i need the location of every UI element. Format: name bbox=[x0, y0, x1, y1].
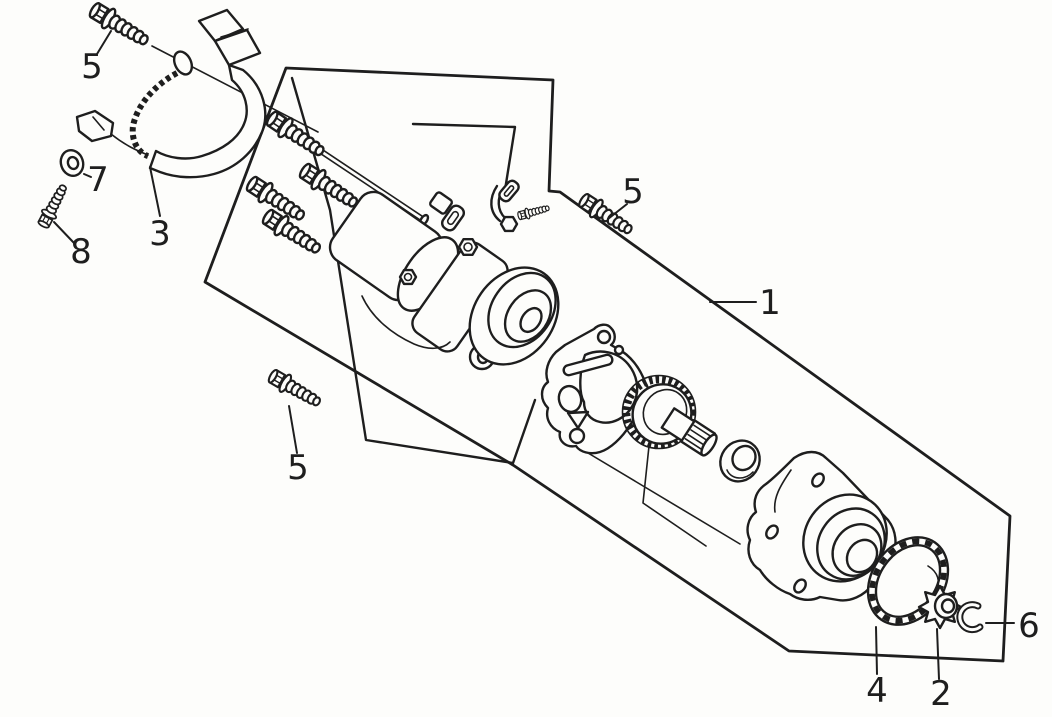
hex-bolt-head-flange bbox=[457, 237, 479, 257]
cover-hole-left bbox=[765, 524, 779, 540]
terminal-stub bbox=[429, 191, 453, 215]
leader-lock-washer bbox=[936, 628, 940, 680]
callout-7: 7 bbox=[87, 160, 109, 200]
leader-screw bbox=[53, 221, 75, 244]
leader-bolt-mid-right bbox=[607, 203, 628, 220]
flange-bolt-bottom-left bbox=[264, 365, 326, 413]
leader-snap-ring bbox=[875, 626, 878, 675]
callout-5-top-left: 5 bbox=[81, 47, 103, 87]
clamp-bracket bbox=[490, 179, 551, 233]
cable-grommet bbox=[172, 50, 194, 76]
assembly-boundary-outline bbox=[203, 66, 1012, 663]
leader-bolt-top-left bbox=[96, 30, 112, 55]
small-screw-icon bbox=[34, 181, 72, 231]
end-cover-plate bbox=[746, 450, 897, 602]
leader-lines bbox=[53, 30, 1015, 680]
ring-terminal bbox=[75, 109, 115, 143]
shaft-end bbox=[700, 433, 718, 457]
e-clip-icon bbox=[956, 601, 984, 634]
starter-cable-assembly bbox=[75, 8, 267, 179]
gasket-slot bbox=[562, 353, 614, 377]
motor-ear-top bbox=[440, 204, 466, 232]
cover-boss-ring-4 bbox=[845, 538, 879, 574]
section-line-gear bbox=[642, 445, 707, 547]
bearing-icon bbox=[719, 439, 761, 483]
starter-motor bbox=[328, 190, 560, 371]
lock-washer-icon bbox=[917, 584, 963, 630]
cable-connector-body bbox=[213, 28, 262, 67]
hex-bolt-head-bracket bbox=[499, 215, 519, 233]
flange-bolt-top-left bbox=[85, 0, 154, 53]
drive-gear bbox=[621, 374, 718, 457]
washer-icon bbox=[59, 148, 85, 178]
casting-line bbox=[361, 295, 451, 350]
braided-wire bbox=[129, 70, 179, 159]
gasket-hole bbox=[596, 329, 612, 345]
callout-4: 4 bbox=[866, 671, 888, 711]
callout-6: 6 bbox=[1018, 606, 1040, 646]
callout-3: 3 bbox=[149, 214, 171, 254]
gasket-hole bbox=[613, 344, 625, 356]
cable-tube bbox=[148, 63, 267, 179]
gasket-hole bbox=[568, 427, 586, 445]
cover-hole-top bbox=[811, 472, 825, 488]
leader-bolt-bottom-left bbox=[288, 405, 298, 454]
callout-1: 1 bbox=[759, 283, 781, 323]
hex-bolt-head-can bbox=[398, 268, 418, 286]
bracket-lug bbox=[498, 179, 520, 203]
callout-5-bottom-left: 5 bbox=[287, 448, 309, 488]
callout-2: 2 bbox=[930, 674, 952, 714]
cover-hole-bottom bbox=[793, 578, 807, 594]
motor-face-ring-3 bbox=[519, 306, 543, 334]
callout-8: 8 bbox=[70, 232, 92, 272]
leader-cable bbox=[149, 166, 161, 217]
tiny-bolt-icon bbox=[516, 201, 551, 223]
gasket-hole-triangle bbox=[566, 410, 590, 430]
leader-washer bbox=[83, 173, 92, 178]
callout-5-mid-right: 5 bbox=[622, 172, 644, 212]
